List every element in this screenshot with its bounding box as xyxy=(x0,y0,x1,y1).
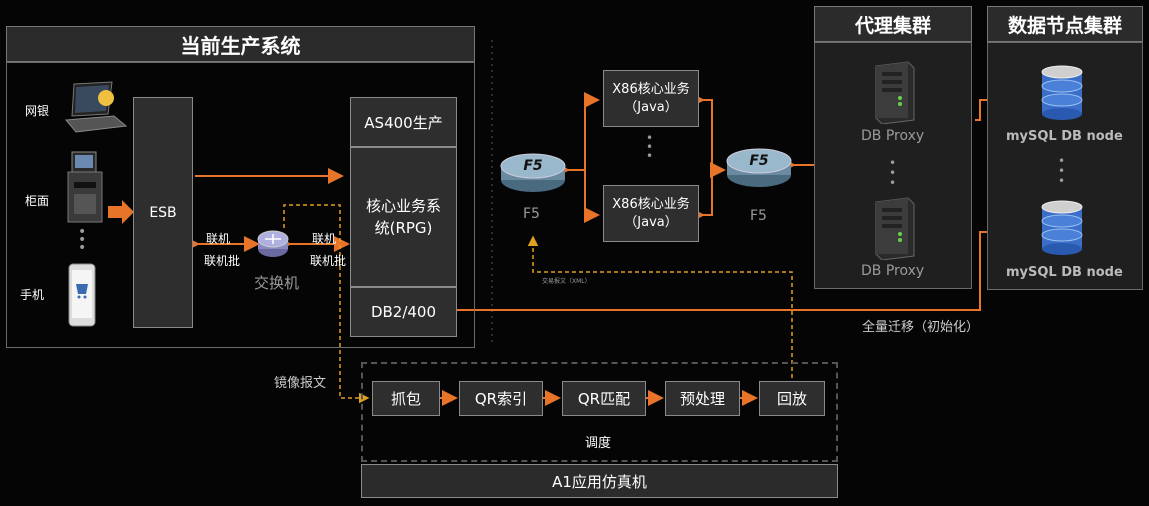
channel-label-counter: 柜面 xyxy=(25,194,50,208)
laptop-icon xyxy=(65,81,128,133)
proxy-title: 代理集群 xyxy=(814,6,972,42)
core-system-box: 核心业务系统(RPG) xyxy=(350,147,457,287)
channel-arrow xyxy=(108,200,134,224)
step-replay: 回放 xyxy=(759,381,825,416)
channel-label-mobile: 手机 xyxy=(20,288,45,302)
datanode-label-2: mySQL DB node xyxy=(1006,265,1123,280)
f5-left-icon: F5 xyxy=(500,153,566,192)
datanode-label-1: mySQL DB node xyxy=(1006,129,1123,144)
svg-text:F5: F5 xyxy=(523,158,543,174)
link-right-online: 联机 xyxy=(312,232,337,246)
datanodes-title: 数据节点集群 xyxy=(987,6,1143,42)
f5-right-label: F5 xyxy=(750,208,767,224)
link-right-batch: 联机批 xyxy=(310,254,347,268)
link-left-batch: 联机批 xyxy=(204,254,241,268)
step-qr-match: QR匹配 xyxy=(562,381,646,416)
channel-label-ebank: 网银 xyxy=(25,104,50,118)
svg-text:F5: F5 xyxy=(749,153,769,169)
mirror-label: 镜像报文 xyxy=(274,376,327,391)
step-preprocess: 预处理 xyxy=(665,381,740,416)
atm-icon xyxy=(67,151,103,223)
x86-top-box: X86核心业务（Java） xyxy=(603,70,699,127)
pipeline-frame xyxy=(361,362,838,462)
router-icon xyxy=(257,230,289,257)
step-qr-index: QR索引 xyxy=(459,381,543,416)
step-capture: 抓包 xyxy=(372,381,440,416)
x86-dots: ••• xyxy=(646,131,654,163)
proxy-dots: ••• xyxy=(889,156,897,190)
server-icon xyxy=(875,61,915,124)
mobile-icon xyxy=(68,263,96,327)
database-icon xyxy=(1041,65,1083,120)
f5-left-label: F5 xyxy=(523,206,540,222)
datanode-dots: ••• xyxy=(1058,154,1066,188)
esb-box: ESB xyxy=(133,97,193,328)
production-panel xyxy=(6,62,475,348)
as400-box: AS400生产 xyxy=(350,97,457,147)
proxy-label-1: DB Proxy xyxy=(861,128,925,144)
server-icon xyxy=(875,197,915,260)
x86-bottom-box: X86核心业务（Java） xyxy=(603,185,699,242)
migration-label: 全量迁移（初始化） xyxy=(862,320,980,335)
db2-box: DB2/400 xyxy=(350,287,457,337)
database-icon xyxy=(1041,200,1083,255)
xml-note: 交易报文（XML） xyxy=(542,278,591,285)
schedule-label: 调度 xyxy=(585,436,612,451)
link-left-online: 联机 xyxy=(206,232,231,246)
simulator-bar: A1应用仿真机 xyxy=(361,464,838,498)
proxy-label-2: DB Proxy xyxy=(861,263,925,279)
f5-right-icon: F5 xyxy=(726,148,792,187)
channel-dots: ••• xyxy=(78,224,87,256)
production-title: 当前生产系统 xyxy=(6,26,475,62)
switch-label: 交换机 xyxy=(254,274,300,292)
